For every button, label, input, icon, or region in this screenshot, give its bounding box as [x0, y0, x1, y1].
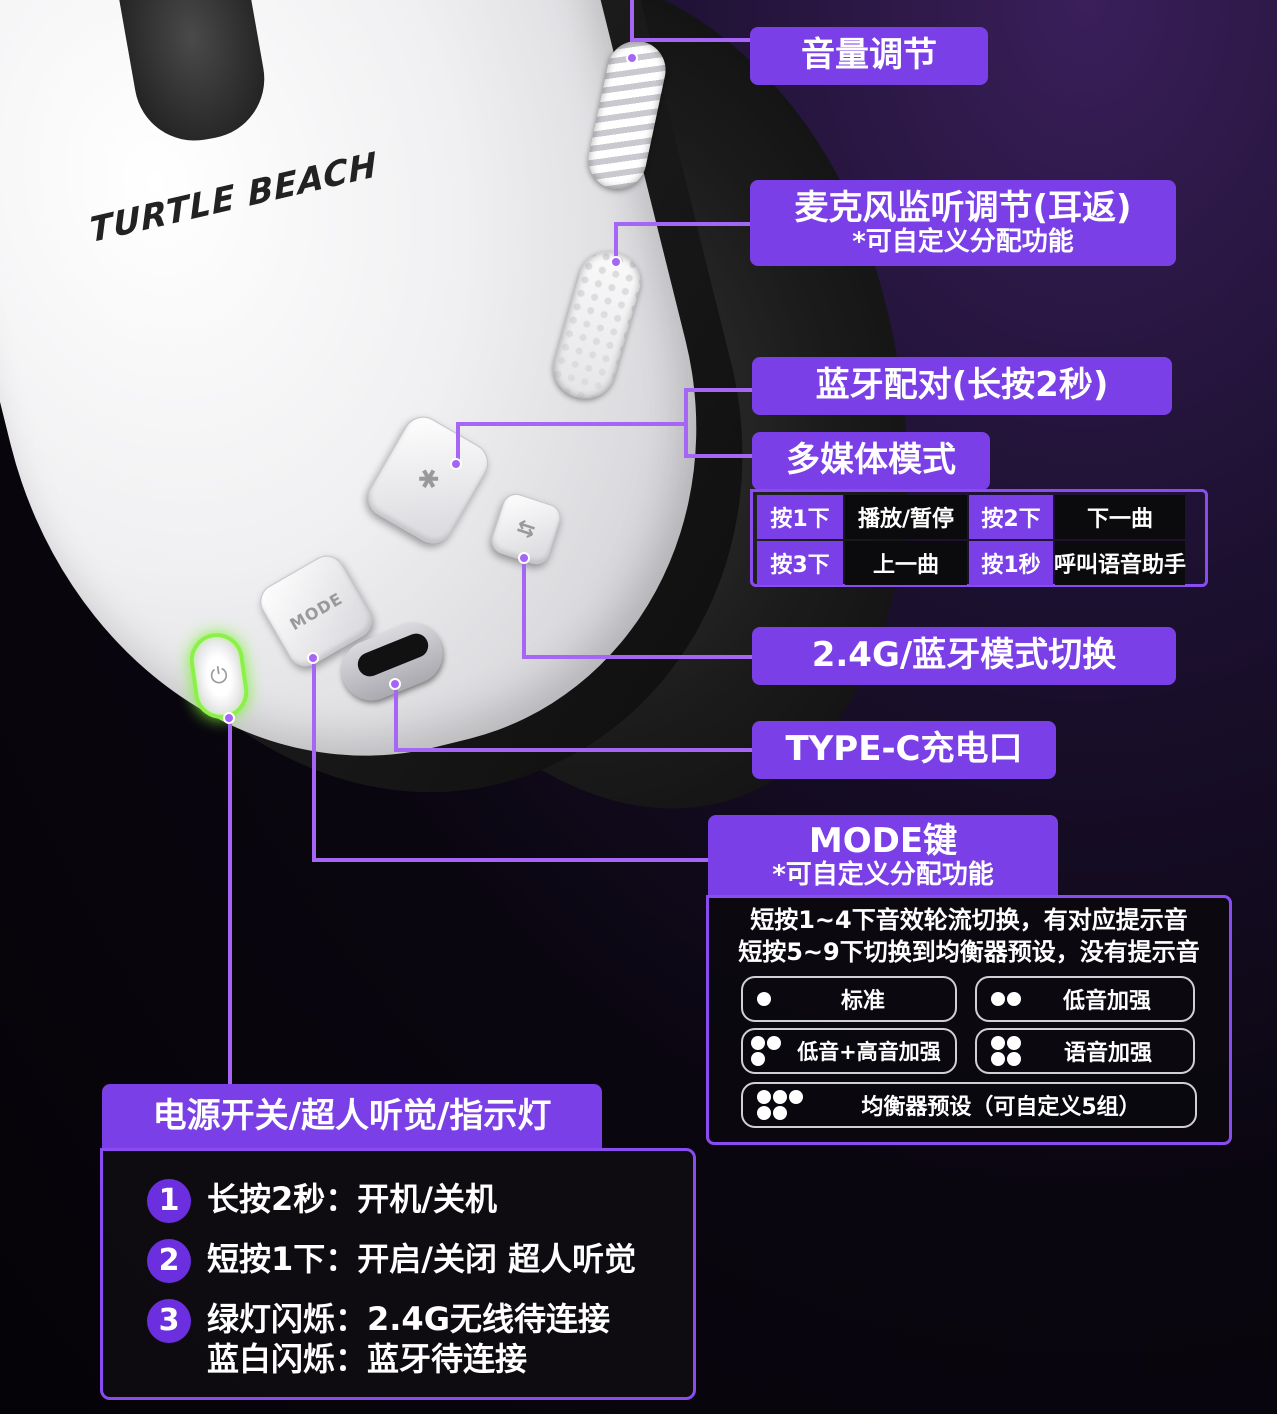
- power-item-text-block: 绿灯闪烁：2.4G无线待连接 蓝白闪烁：蓝牙待连接: [207, 1299, 610, 1379]
- media-value-4: 呼叫语音助手: [1054, 541, 1186, 585]
- power-item-1: 1 长按2秒：开机/关机: [147, 1179, 497, 1223]
- power-item-3: 3 绿灯闪烁：2.4G无线待连接 蓝白闪烁：蓝牙待连接: [147, 1299, 610, 1379]
- three-dots-icon: [751, 1036, 783, 1066]
- connector-bt-top: [456, 422, 686, 426]
- preset-bass-boost: 低音加强: [975, 976, 1195, 1022]
- mode-key-label: MODE键 *可自定义分配功能: [708, 815, 1058, 897]
- power-panel: 1 长按2秒：开机/关机 2 短按1下：开启/关闭 超人听觉 3 绿灯闪烁：2.…: [100, 1148, 696, 1400]
- mode-desc-line1: 短按1~4下音效轮流切换，有对应提示音: [750, 906, 1188, 934]
- mode-switch-label-text: 2.4G/蓝牙模式切换: [811, 635, 1117, 676]
- power-item-text: 短按1下：开启/关闭 超人听觉: [207, 1240, 637, 1278]
- connector-dot: [518, 552, 530, 564]
- media-value-1: 播放/暂停: [845, 495, 967, 539]
- step-number-badge: 2: [147, 1239, 191, 1283]
- two-dots-icon: [991, 992, 1021, 1006]
- connector-dot: [223, 712, 235, 724]
- preset-label: 低音加强: [1062, 989, 1151, 1014]
- connector-bt-down: [456, 422, 460, 464]
- connector-dot: [450, 458, 462, 470]
- one-dot-icon: [757, 992, 771, 1006]
- mode-description: 短按1~4下音效轮流切换，有对应提示音 短按5~9下切换到均衡器预设，没有提示音: [717, 904, 1221, 969]
- connector-mode-h: [312, 858, 710, 862]
- connector-bt-h: [684, 388, 754, 392]
- connector-typec-v: [394, 680, 398, 750]
- mode-desc-line2: 短按5~9下切换到均衡器预设，没有提示音: [738, 938, 1200, 967]
- connector-media-h: [684, 454, 754, 458]
- bluetooth-icon: ✱: [411, 461, 445, 499]
- media-value-3: 上一曲: [845, 541, 967, 585]
- connector-volume-h: [630, 38, 752, 42]
- typec-label-text: TYPE-C充电口: [785, 729, 1023, 770]
- mic-monitor-note: *可自定义分配功能: [852, 226, 1074, 257]
- typec-label: TYPE-C充电口: [752, 721, 1056, 779]
- connector-mic-v: [614, 222, 618, 262]
- swap-icon: ⇆: [513, 514, 539, 544]
- media-value-2: 下一曲: [1055, 495, 1185, 539]
- mode-panel: 短按1~4下音效轮流切换，有对应提示音 短按5~9下切换到均衡器预设，没有提示音…: [706, 895, 1232, 1145]
- multimedia-label-text: 多媒体模式: [786, 440, 956, 481]
- connector-mode-v: [312, 656, 316, 862]
- power-item-2: 2 短按1下：开启/关闭 超人听觉: [147, 1239, 636, 1283]
- step-number-badge: 1: [147, 1179, 191, 1223]
- mic-monitor-label: 麦克风监听调节(耳返) *可自定义分配功能: [750, 180, 1176, 266]
- power-item-text: 绿灯闪烁：2.4G无线待连接: [207, 1300, 610, 1338]
- connector-power-v: [228, 716, 232, 1088]
- media-key-3: 按3下: [757, 541, 843, 585]
- power-label-text: 电源开关/超人听觉/指示灯: [152, 1096, 552, 1137]
- media-key-1: 按1下: [757, 495, 843, 539]
- preset-label: 低音+高音加强: [797, 1040, 941, 1064]
- connector-dot: [389, 678, 401, 690]
- mode-button-text: MODE: [286, 588, 346, 634]
- volume-label-text: 音量调节: [801, 35, 937, 76]
- mode-key-label-text: MODE键: [808, 820, 958, 861]
- step-number-badge: 3: [147, 1299, 191, 1343]
- multimedia-label: 多媒体模式: [752, 432, 990, 490]
- connector-volume-v: [630, 0, 634, 40]
- connector-mic-h: [614, 222, 752, 226]
- volume-label: 音量调节: [750, 27, 988, 85]
- mic-monitor-label-text: 麦克风监听调节(耳返): [794, 187, 1132, 228]
- multimedia-table: 按1下 播放/暂停 按2下 下一曲 按3下 上一曲 按1秒 呼叫语音助手: [750, 489, 1208, 587]
- connector-dot: [626, 52, 638, 64]
- connector-dot: [307, 652, 319, 664]
- media-key-4: 按1秒: [969, 541, 1053, 585]
- preset-label: 均衡器预设（可自定义5组）: [861, 1095, 1141, 1120]
- power-item-text: 蓝白闪烁：蓝牙待连接: [207, 1340, 528, 1378]
- preset-standard: 标准: [741, 976, 957, 1022]
- connector-switch-v: [522, 556, 526, 658]
- connector-dot: [610, 256, 622, 268]
- connector-bt-v: [684, 388, 688, 456]
- five-dots-icon: [757, 1090, 807, 1120]
- preset-label: 标准: [840, 989, 885, 1014]
- bt-pairing-label-text: 蓝牙配对(长按2秒): [815, 365, 1109, 406]
- power-item-text: 长按2秒：开机/关机: [207, 1180, 497, 1218]
- media-key-2: 按2下: [969, 495, 1053, 539]
- preset-bass-treble-boost: 低音+高音加强: [741, 1028, 957, 1074]
- power-icon: ⏻: [208, 662, 230, 690]
- preset-eq-custom: 均衡器预设（可自定义5组）: [741, 1082, 1197, 1128]
- four-dots-icon: [991, 1036, 1023, 1066]
- mode-key-note: *可自定义分配功能: [772, 859, 994, 890]
- mode-switch-label: 2.4G/蓝牙模式切换: [752, 627, 1176, 685]
- connector-typec-h: [394, 748, 754, 752]
- preset-voice-boost: 语音加强: [975, 1028, 1195, 1074]
- connector-switch-h: [522, 655, 754, 659]
- preset-label: 语音加强: [1063, 1041, 1152, 1066]
- bt-pairing-label: 蓝牙配对(长按2秒): [752, 357, 1172, 415]
- power-label: 电源开关/超人听觉/指示灯: [102, 1084, 602, 1150]
